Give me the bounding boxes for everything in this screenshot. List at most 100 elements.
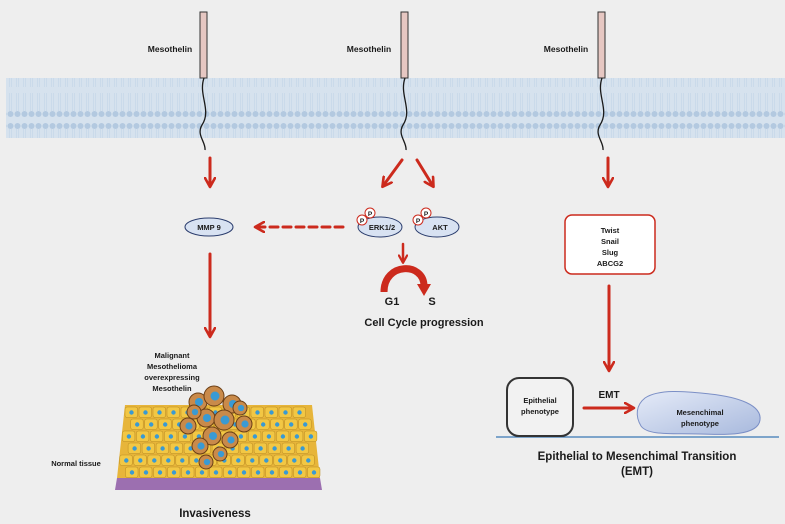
normal-cell-nucleus	[269, 470, 275, 475]
normal-cell-nucleus	[255, 470, 261, 475]
tumor-cell-nucleus	[237, 404, 245, 412]
normal-cell-nucleus	[143, 410, 148, 415]
transcription-factors-box: Twist Snail Slug ABCG2	[564, 214, 656, 275]
mmp9-label: MMP 9	[197, 223, 221, 232]
normal-cell-nucleus	[294, 434, 300, 439]
mesenchimal-label-2: phenotype	[681, 419, 719, 428]
normal-cell-nucleus	[126, 434, 132, 439]
normal-cell-nucleus	[283, 410, 288, 415]
emt-title-2: (EMT)	[621, 466, 653, 478]
factor-snail: Snail	[601, 237, 619, 246]
akt-node: AKT	[414, 216, 460, 238]
invasiveness-label: Invasiveness	[179, 508, 251, 520]
normal-cell-nucleus	[238, 434, 244, 439]
normal-cell-nucleus	[264, 458, 269, 463]
epithelial-label-2: phenotype	[521, 407, 559, 416]
normal-cell-nucleus	[275, 422, 280, 427]
normal-cell-nucleus	[280, 434, 286, 439]
normal-cell-nucleus	[171, 470, 177, 475]
tumor-label-4: Mesothelin	[152, 384, 192, 393]
normal-cell-nucleus	[308, 434, 314, 439]
arrow-receptor-to-erk	[383, 158, 404, 186]
normal-cell-nucleus	[143, 470, 149, 475]
mesenchymal-cell: Mesenchimal phenotype	[636, 391, 761, 435]
receptor-right	[597, 11, 606, 151]
normal-cell-nucleus	[132, 446, 137, 451]
receptor-center	[400, 11, 409, 151]
normal-cell-nucleus	[244, 446, 249, 451]
epithelial-cell: Epithelial phenotype	[506, 377, 574, 437]
normal-cell-nucleus	[236, 458, 241, 463]
normal-cell-nucleus	[311, 470, 317, 475]
phospho-akt-1: P	[416, 218, 421, 225]
emt-arrow-label: EMT	[598, 390, 619, 401]
erk-label: ERK1/2	[369, 223, 395, 232]
normal-cell-nucleus	[283, 470, 289, 475]
phospho-erk: P P	[356, 207, 376, 226]
emt-title-1: Epithelial to Mesenchimal Transition	[538, 451, 737, 463]
tumor-label-1: Malignant	[155, 351, 191, 360]
receptor-label-left: Mesothelin	[148, 44, 192, 54]
basal-membrane	[115, 478, 322, 490]
normal-cell-nucleus	[129, 410, 134, 415]
normal-cell-nucleus	[157, 470, 163, 475]
normal-cell-nucleus	[138, 458, 143, 463]
normal-cell-nucleus	[297, 410, 302, 415]
normal-cell-nucleus	[135, 422, 140, 427]
normal-cell-nucleus	[171, 410, 176, 415]
phospho-akt: P P	[412, 207, 432, 226]
normal-cell-nucleus	[146, 446, 151, 451]
normal-tissue-label: Normal tissue	[51, 459, 101, 468]
normal-cell-nucleus	[252, 434, 258, 439]
normal-cell-nucleus	[163, 422, 168, 427]
mmp9-node: MMP 9	[184, 217, 234, 237]
cell-cycle-progression-label: Cell Cycle progression	[364, 317, 483, 329]
tumor-cell-nucleus	[202, 413, 212, 423]
normal-cell-nucleus	[213, 470, 219, 475]
tumor-cell-nucleus	[210, 391, 220, 401]
normal-cell-nucleus	[303, 422, 308, 427]
normal-cell-nucleus	[174, 446, 179, 451]
normal-cell-nucleus	[140, 434, 146, 439]
normal-cell-nucleus	[292, 458, 297, 463]
normal-cell-nucleus	[168, 434, 174, 439]
phospho-erk-1: P	[360, 218, 365, 225]
epithelial-label-1: Epithelial	[523, 396, 556, 405]
cell-membrane	[6, 78, 785, 138]
arrow-receptor-to-akt	[415, 158, 433, 186]
phospho-erk-2: P	[368, 211, 373, 218]
normal-cell-nucleus	[306, 458, 311, 463]
g1-label: G1	[385, 296, 400, 308]
normal-cell-nucleus	[166, 458, 171, 463]
tumor-label-2: Mesothelioma	[147, 362, 198, 371]
tissue-illustration	[115, 385, 322, 490]
normal-cell-nucleus	[124, 458, 129, 463]
tumor-label-3: overexpressing	[144, 373, 200, 382]
tumor-cell-nucleus	[208, 431, 218, 441]
normal-cell-nucleus	[286, 446, 291, 451]
receptor-label-right: Mesothelin	[544, 44, 588, 54]
normal-cell-nucleus	[157, 410, 162, 415]
normal-cell-nucleus	[261, 422, 266, 427]
normal-cell-nucleus	[289, 422, 294, 427]
normal-cell-nucleus	[241, 470, 247, 475]
factor-abcg2: ABCG2	[597, 259, 623, 268]
receptor-left	[199, 11, 208, 151]
normal-cell-nucleus	[185, 470, 191, 475]
tumor-cell-nucleus	[191, 408, 199, 416]
tumor-cell-nucleus	[185, 422, 193, 430]
normal-cell-nucleus	[255, 410, 260, 415]
normal-cell-nucleus	[182, 434, 188, 439]
normal-cell-nucleus	[227, 470, 233, 475]
normal-cell-nucleus	[266, 434, 272, 439]
akt-label: AKT	[432, 223, 448, 232]
tumor-cell-nucleus	[194, 397, 204, 407]
s-label: S	[428, 296, 435, 308]
receptor-label-center: Mesothelin	[347, 44, 391, 54]
tumor-cell-nucleus	[217, 450, 225, 458]
tumor-cell-nucleus	[197, 442, 205, 450]
normal-cell-nucleus	[199, 470, 205, 475]
normal-cell-nucleus	[297, 470, 303, 475]
normal-cell-nucleus	[258, 446, 263, 451]
